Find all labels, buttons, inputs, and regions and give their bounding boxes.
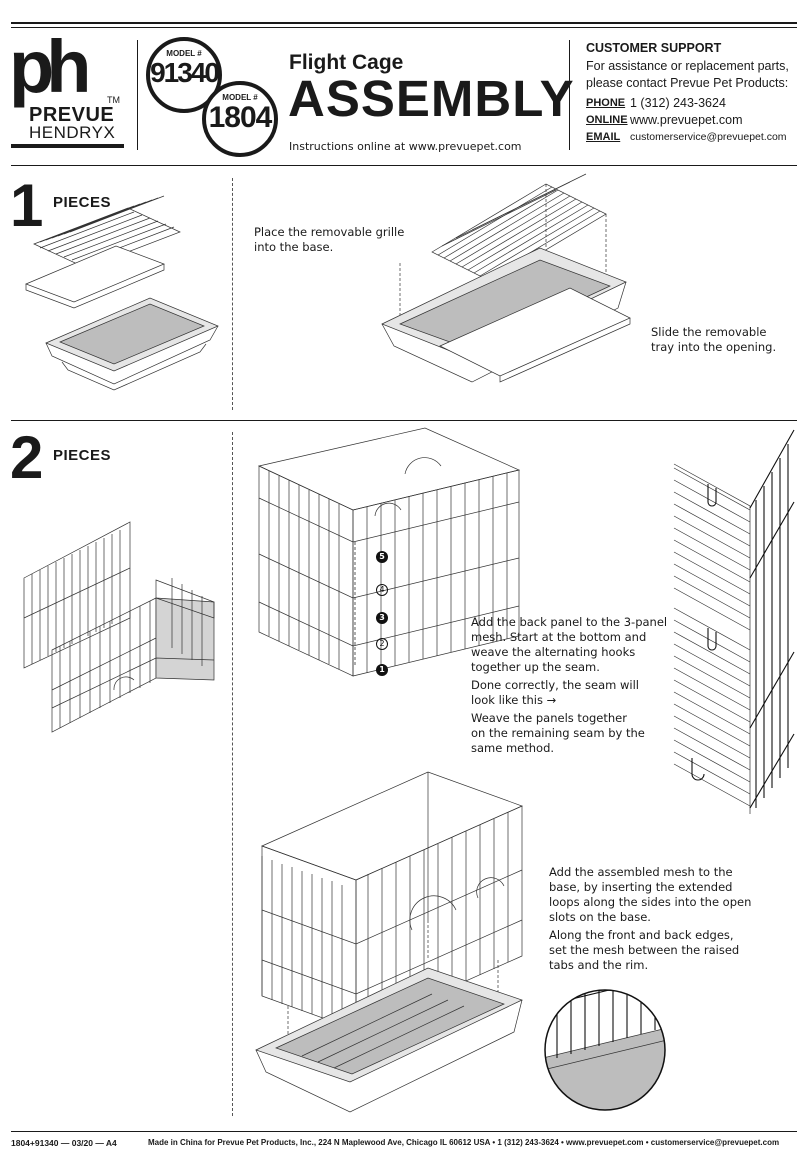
step-2-pieces-illustration xyxy=(23,521,215,733)
model-badge-2-number: 1804 xyxy=(208,101,273,134)
back-panel-piece xyxy=(23,521,131,669)
step-divider-rule xyxy=(11,420,797,421)
logo-prevue: PREVUE xyxy=(29,104,115,126)
weave-instructions: Add the back panel to the 3-panel mesh. … xyxy=(471,615,671,756)
base-with-tray xyxy=(381,247,631,383)
cage-mesh-outline xyxy=(257,427,521,677)
online-label: ONLINE xyxy=(586,114,628,126)
logo-hendryx: HENDRYX xyxy=(29,123,116,142)
instructions-online: Instructions online at www.prevuepet.com xyxy=(289,140,522,153)
tray-instruction-1: Slide the removable xyxy=(651,325,767,339)
remaining-line-2: on the remaining seam by the xyxy=(471,726,645,740)
support-intro-1: For assistance or replacement parts, xyxy=(586,59,789,73)
three-panel-mesh-piece xyxy=(51,578,215,733)
seam-marker-5: 5 xyxy=(376,551,388,563)
grille-instruction-1: Place the removable grille xyxy=(254,225,405,239)
email-value[interactable]: customerservice@prevuepet.com xyxy=(630,131,787,143)
model-badge-2: MODEL # 1804 xyxy=(202,81,278,157)
tray-instruction-2: tray into the opening. xyxy=(651,340,777,354)
footer-made-in: Made in China for Prevue Pet Products, I… xyxy=(148,1138,780,1147)
right-panel-bars xyxy=(749,429,795,809)
logo-underline xyxy=(11,144,124,148)
attach-line-4: slots on the base. xyxy=(549,910,651,924)
weave-line-1: Add the back panel to the 3-panel xyxy=(471,615,668,629)
attach-line-2: base, by inserting the extended xyxy=(549,880,733,894)
base-assembly-illustration xyxy=(381,173,631,383)
weave-line-3: weave the alternating hooks xyxy=(471,645,636,659)
remaining-line-3: same method. xyxy=(471,741,555,755)
support-heading: CUSTOMER SUPPORT xyxy=(586,41,722,55)
step-2-pieces-label: PIECES xyxy=(53,447,112,464)
footer-code: 1804+91340 — 03/20 — A4 xyxy=(11,1138,117,1148)
seam-marker-2: 2 xyxy=(376,638,388,650)
grille-piece xyxy=(33,195,181,269)
header-divider-left xyxy=(137,40,138,150)
hook-loops xyxy=(691,484,717,781)
model-badge-1-label: MODEL # xyxy=(166,49,202,58)
product-name: Flight Cage xyxy=(289,51,404,74)
phone-label: PHONE xyxy=(586,97,626,109)
brand-logo: ph TM PREVUE HENDRYX xyxy=(9,30,129,150)
email-label: EMAIL xyxy=(586,131,621,143)
cage-base xyxy=(255,967,523,1113)
logo-tm: TM xyxy=(107,95,120,105)
tabs-line-2: set the mesh between the raised xyxy=(549,943,740,957)
weave-line-4: together up the seam. xyxy=(471,660,600,674)
left-panel-bars xyxy=(673,463,751,814)
weave-line-2: mesh. Start at the bottom and xyxy=(471,630,647,644)
remaining-line-1: Weave the panels together xyxy=(471,711,627,725)
top-rule-thick xyxy=(11,22,797,24)
step-1-divider xyxy=(232,178,233,410)
step-2-divider xyxy=(232,432,233,1116)
step-1-number: 1 xyxy=(10,172,44,239)
header-bottom-rule xyxy=(11,165,797,166)
seam-detail-illustration xyxy=(673,429,795,814)
step-1-pieces-illustration xyxy=(25,195,219,391)
tabs-line-1: Along the front and back edges, xyxy=(549,928,734,942)
online-value[interactable]: www.prevuepet.com xyxy=(630,113,743,127)
base-piece xyxy=(45,297,219,391)
seam-marker-4: 4 xyxy=(376,584,388,596)
model-badge-2-label: MODEL # xyxy=(222,93,258,102)
model-badge-1-number: 91340 xyxy=(150,57,220,88)
seam-marker-list: 5 4 3 2 1 xyxy=(376,551,390,677)
seam-weaving-illustration xyxy=(257,427,521,677)
page-title: ASSEMBLY xyxy=(288,70,575,127)
assembled-mesh xyxy=(261,771,523,1031)
step-2-number: 2 xyxy=(10,424,44,491)
header-divider-right xyxy=(569,40,570,150)
seam-marker-1: 1 xyxy=(376,664,388,676)
grille-instruction-2: into the base. xyxy=(254,240,334,254)
phone-value: 1 (312) 243-3624 xyxy=(630,96,726,110)
tray-piece xyxy=(25,245,165,309)
attach-instructions: Add the assembled mesh to the base, by i… xyxy=(549,865,769,973)
top-rule-thin xyxy=(11,27,797,28)
tabs-line-3: tabs and the rim. xyxy=(549,958,649,972)
done-line-1: Done correctly, the seam will xyxy=(471,678,639,692)
rim-detail-circle xyxy=(544,989,666,1111)
attach-line-1: Add the assembled mesh to the xyxy=(549,865,733,879)
seam-marker-3: 3 xyxy=(376,612,388,624)
logo-mark: ph xyxy=(9,25,91,108)
done-line-2: look like this → xyxy=(471,693,557,707)
step-1-pieces-label: PIECES xyxy=(53,194,112,211)
footer-rule xyxy=(11,1131,797,1132)
mesh-to-base-illustration xyxy=(255,771,523,1113)
attach-line-3: loops along the sides into the open xyxy=(549,895,752,909)
support-intro-2: please contact Prevue Pet Products: xyxy=(586,76,789,90)
